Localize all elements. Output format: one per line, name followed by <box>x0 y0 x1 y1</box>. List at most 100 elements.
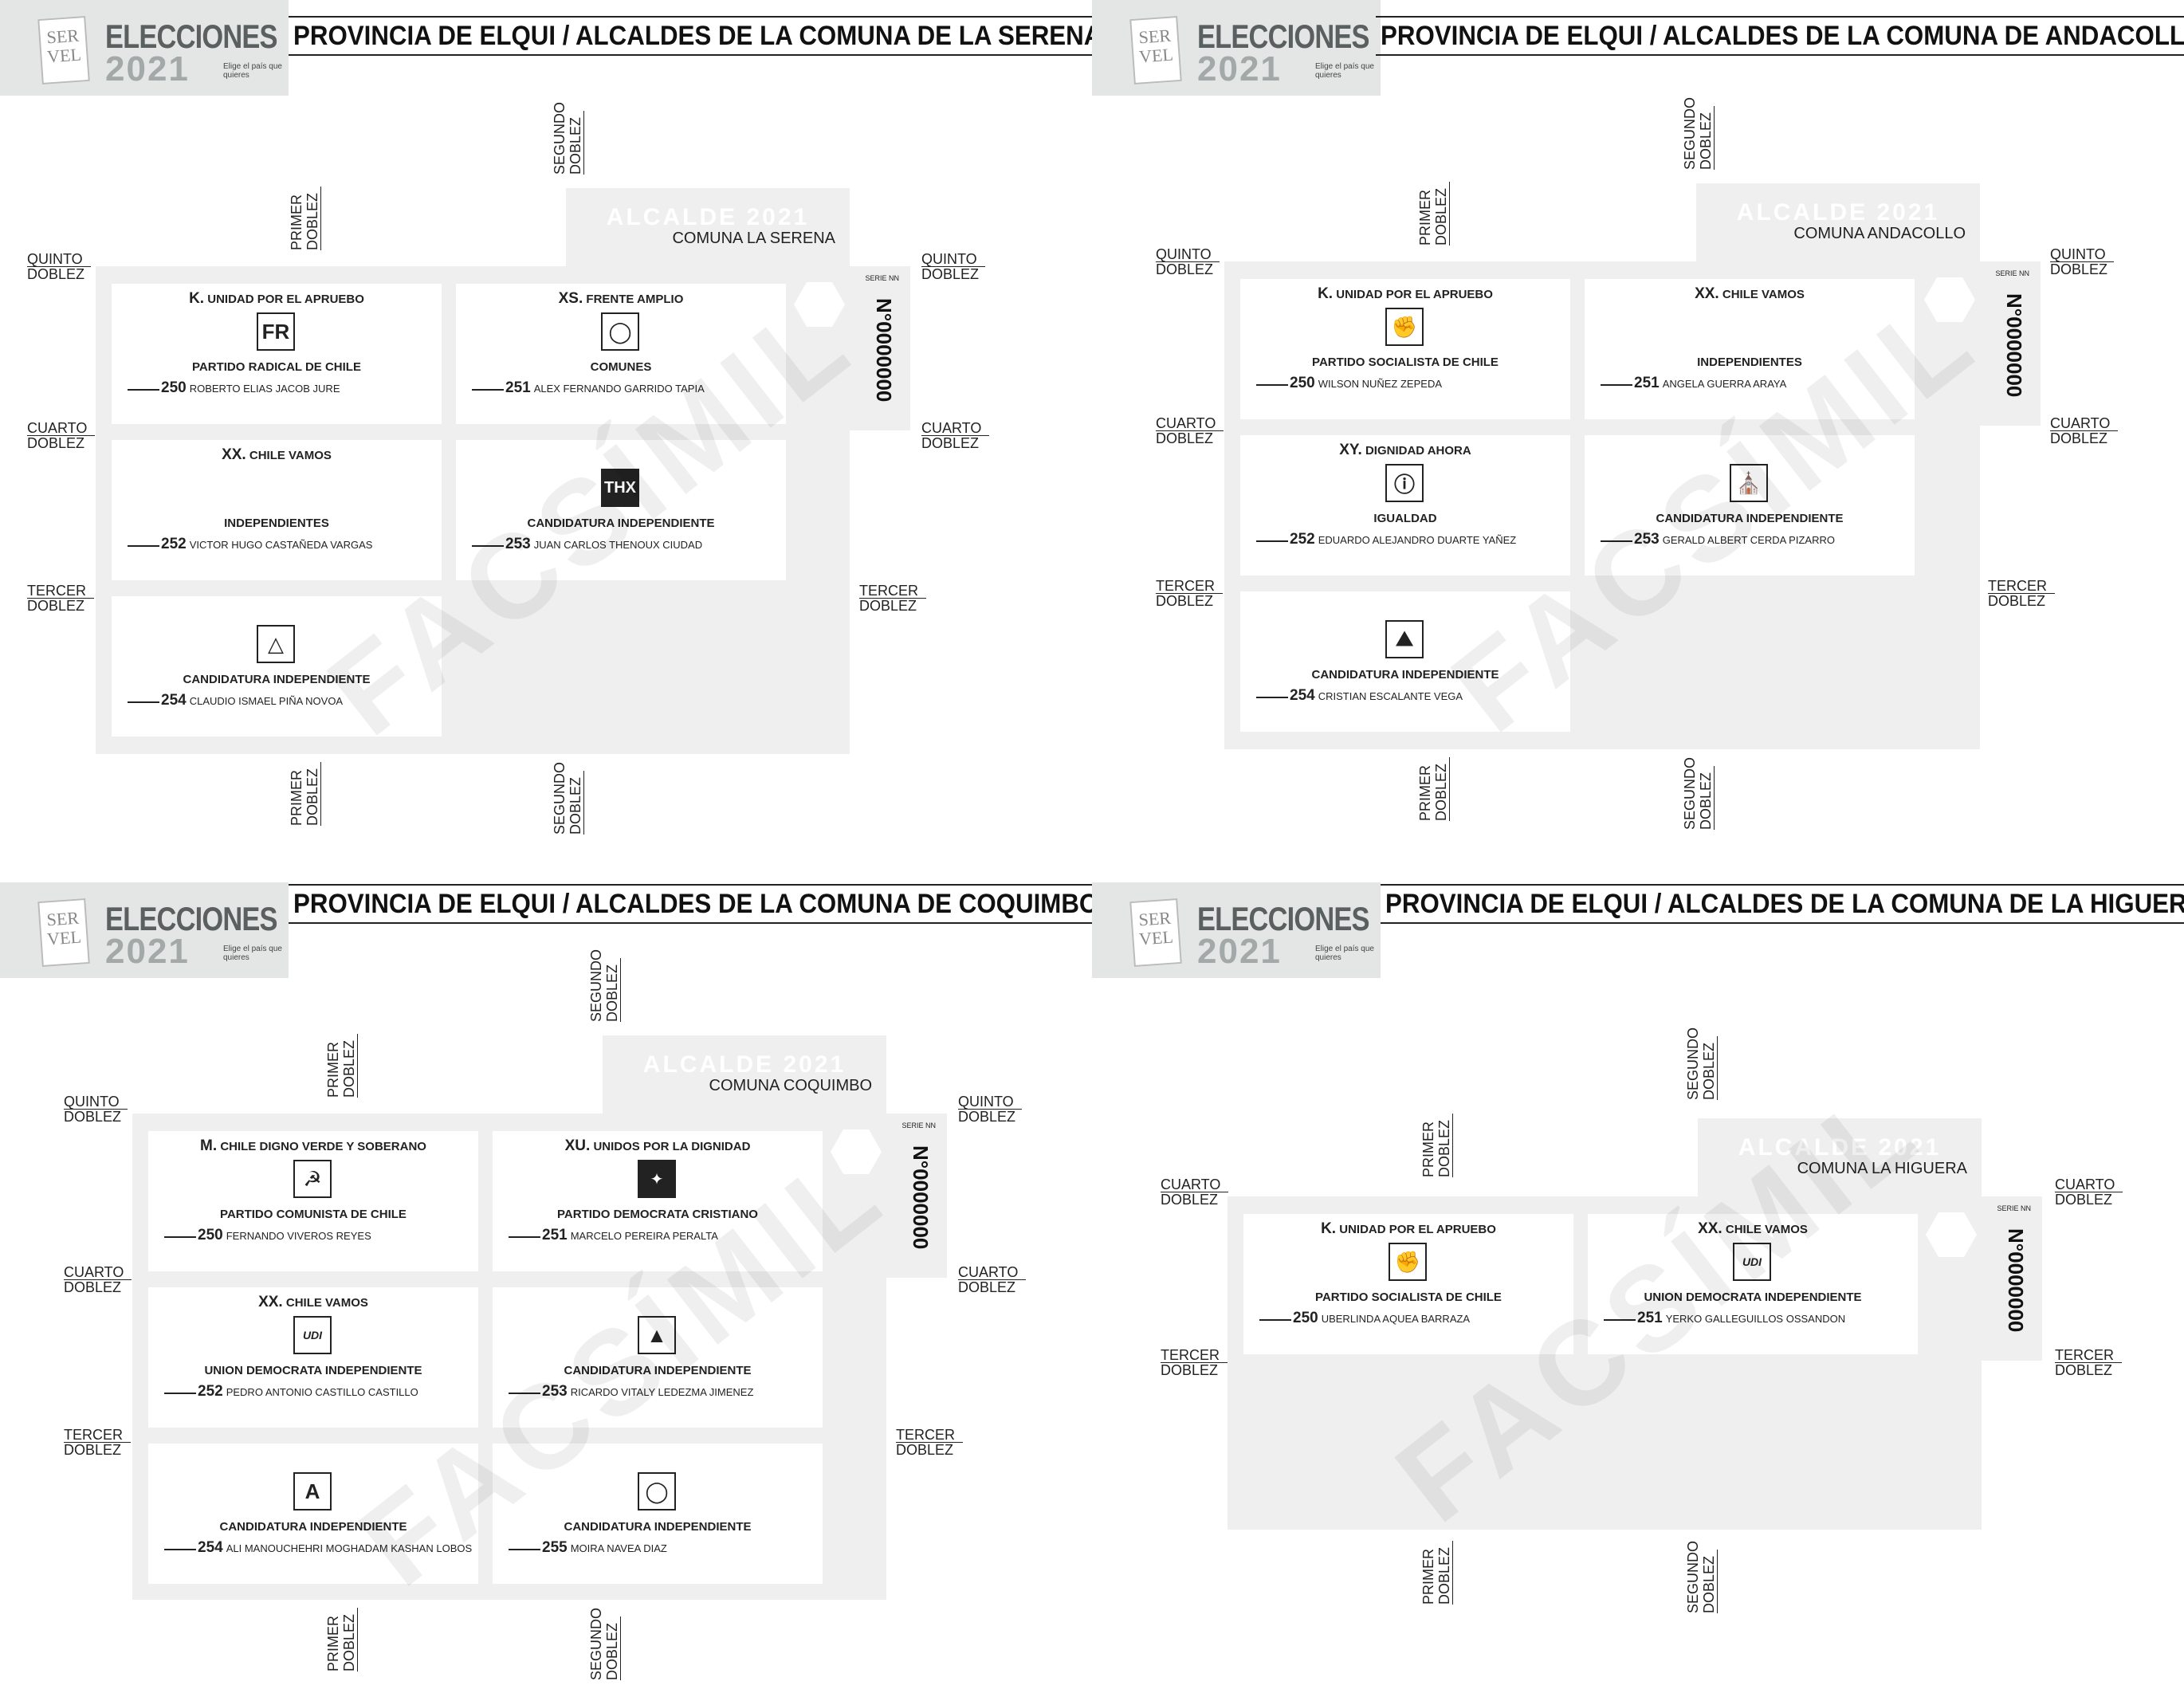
triangle-icon: △ <box>257 625 295 663</box>
page-title: PROVINCIA DE ELQUI / ALCALDES DE LA COMU… <box>1376 16 2184 56</box>
ballot-header-tab: ALCALDE 2021 COMUNA COQUIMBO <box>603 1035 886 1115</box>
elecciones-logo: SER VEL ELECCIONES 2021 Elige el país qu… <box>0 882 289 978</box>
serial-number: N°0000000 <box>872 298 896 403</box>
ballot-header-tab: ALCALDE 2021 COMUNA LA HIGUERA <box>1698 1118 1982 1198</box>
elecciones-logo: SER VEL ELECCIONES 2021 Elige el país qu… <box>1092 882 1381 978</box>
ballot-header: ALCALDE 2021 <box>642 1051 846 1078</box>
commune-label: COMUNA LA HIGUERA <box>1797 1160 1967 1177</box>
commune-label: COMUNA COQUIMBO <box>709 1077 872 1094</box>
logo-tagline: Elige el país que quieres <box>1315 62 1374 80</box>
party-name: CANDIDATURA INDEPENDIENTE <box>1656 512 1844 525</box>
party-name: INDEPENDIENTES <box>1697 356 1802 369</box>
candidate-box: K. UNIDAD POR EL APRUEBO ✊ PARTIDO SOCIA… <box>1243 1214 1573 1354</box>
party-name: CANDIDATURA INDEPENDIENTE <box>564 1364 752 1377</box>
party-name: UNION DEMOCRATA INDEPENDIENTE <box>204 1364 422 1377</box>
ballot-header-tab: ALCALDE 2021 COMUNA ANDACOLLO <box>1696 183 1980 263</box>
socialist-fist-icon: ✊ <box>1385 308 1424 346</box>
party-name: CANDIDATURA INDEPENDIENTE <box>564 1520 752 1534</box>
party-name: CANDIDATURA INDEPENDIENTE <box>219 1520 407 1534</box>
serial-number: N°0000000 <box>2004 1228 2028 1333</box>
logo-tagline: Elige el país que quieres <box>1315 945 1374 962</box>
ballot-header-tab: ALCALDE 2021 COMUNA LA SERENA <box>566 188 850 268</box>
serial-panel: SERIE NN N°0000000 <box>831 1114 947 1278</box>
serial-number: N°0000000 <box>909 1145 933 1250</box>
logo-year: 2021 <box>105 49 190 88</box>
circle-icon: ◯ <box>601 312 639 351</box>
party-name: UNION DEMOCRATA INDEPENDIENTE <box>1644 1290 1862 1304</box>
commune-label: COMUNA ANDACOLLO <box>1793 225 1966 242</box>
party-name: IGUALDAD <box>1373 512 1437 525</box>
udi-logo-icon: UDI <box>1733 1243 1771 1281</box>
party-name: PARTIDO RADICAL DE CHILE <box>192 360 361 374</box>
hexagon-icon <box>1924 277 1975 322</box>
logo-word: ELECCIONES <box>105 18 278 55</box>
party-name: CANDIDATURA INDEPENDIENTE <box>183 673 371 686</box>
ballot-header: ALCALDE 2021 <box>606 204 810 230</box>
hexagon-icon <box>1926 1212 1977 1257</box>
mountain-icon: ⛰ <box>1385 620 1424 658</box>
party-name: CANDIDATURA INDEPENDIENTE <box>1311 668 1499 682</box>
socialist-fist-icon: ✊ <box>1389 1243 1427 1281</box>
party-radical-icon: FR <box>257 312 295 351</box>
servel-logo-card: SER VEL <box>37 16 90 84</box>
ballot-coquimbo: SER VEL ELECCIONES 2021 Elige el país qu… <box>0 850 1092 1701</box>
elecciones-logo: SER VEL ELECCIONES 2021 Elige el país qu… <box>1092 0 1381 96</box>
elecciones-logo: SER VEL ELECCIONES 2021 Elige el país qu… <box>0 0 289 96</box>
serial-panel: SERIE NN N°0000000 <box>794 266 910 430</box>
party-name: PARTIDO SOCIALISTA DE CHILE <box>1312 356 1499 369</box>
serial-panel: SERIE NN N°0000000 <box>1926 1196 2042 1361</box>
dc-arrow-icon: ✦ <box>638 1160 676 1198</box>
candidate-box: XX. CHILE VAMOS UDI UNION DEMOCRATA INDE… <box>1588 1214 1918 1354</box>
building-icon: ⛪ <box>1730 464 1768 502</box>
hand-a-icon: A <box>293 1472 332 1510</box>
info-icon: ⓘ <box>1385 464 1424 502</box>
ballot-header: ALCALDE 2021 <box>1738 1134 1942 1161</box>
communist-icon: ☭ <box>293 1160 332 1198</box>
serial-number: N°0000000 <box>2002 293 2026 398</box>
party-name: PARTIDO COMUNISTA DE CHILE <box>220 1208 407 1221</box>
